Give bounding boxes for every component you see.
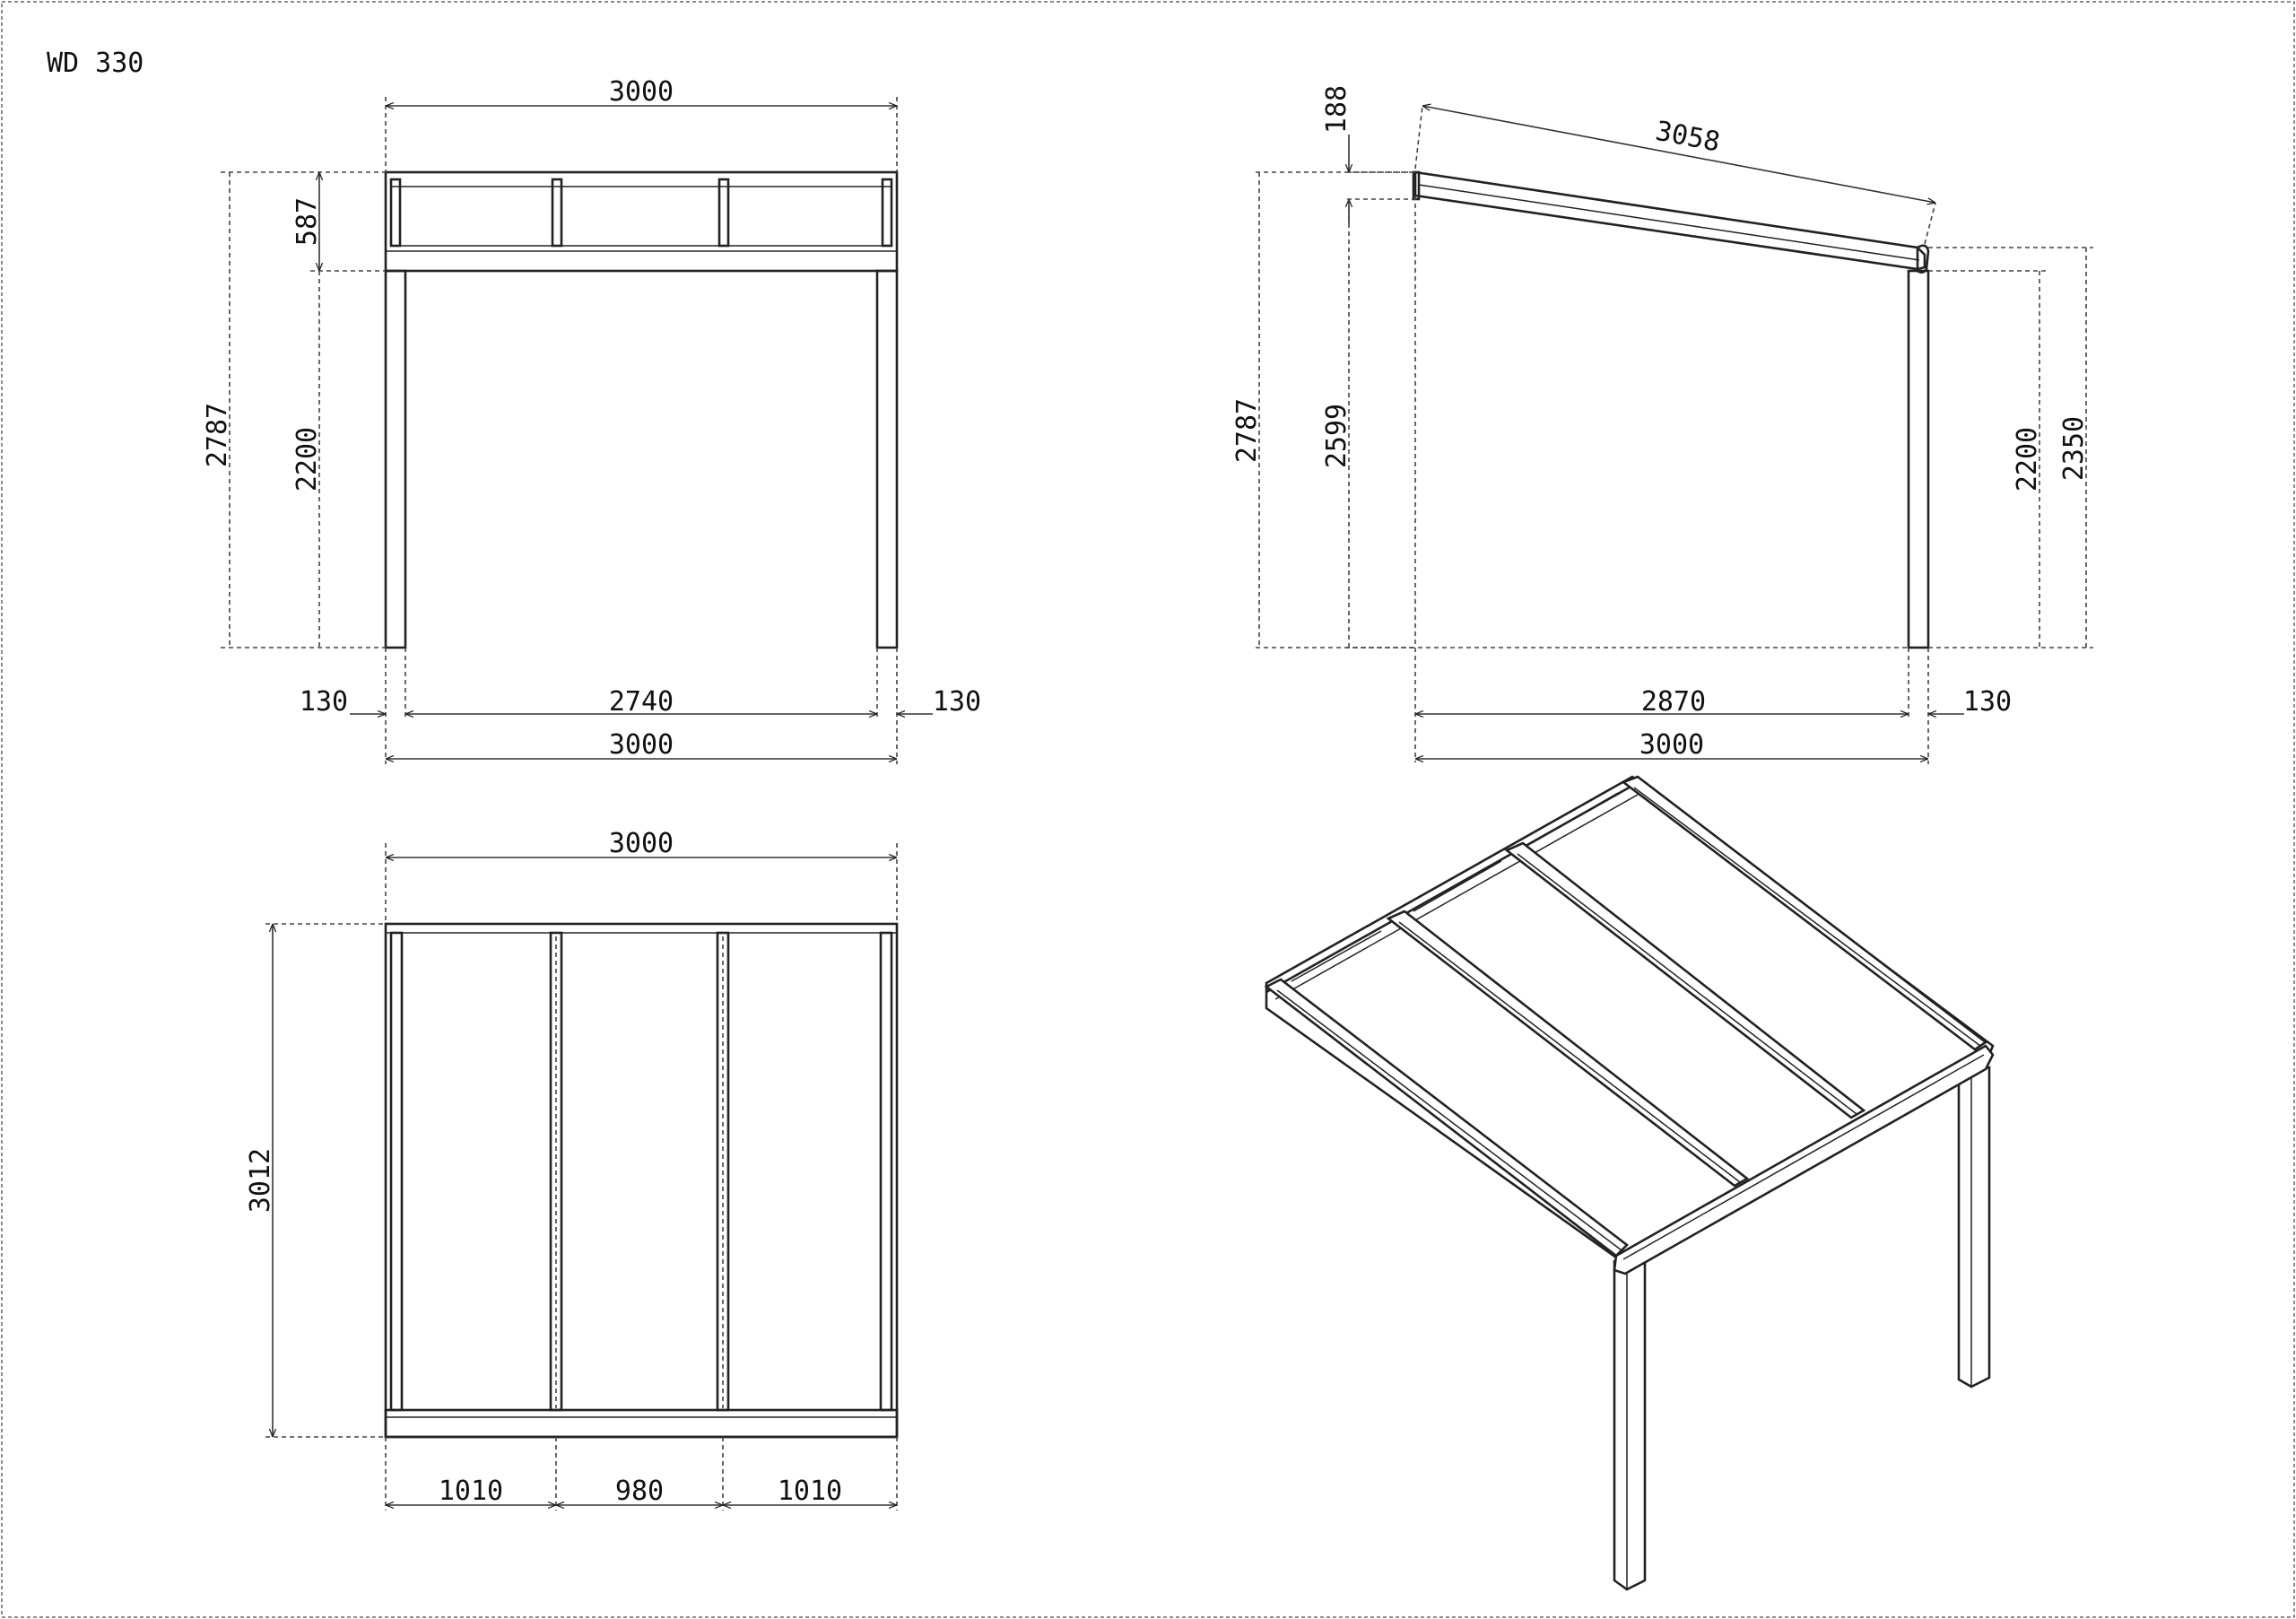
side-height-total-label: 2787 — [1231, 398, 1263, 463]
front-height-total-label: 2787 — [202, 403, 233, 467]
model-title: WD 330 — [47, 48, 144, 79]
side-gutter-label: 188 — [1321, 85, 1352, 134]
iso-rafter-2 — [1386, 910, 1750, 1188]
iso-post-front — [1613, 1252, 1647, 1591]
iso-post-back — [1957, 1066, 1991, 1388]
side-post-label: 130 — [1963, 686, 2012, 718]
front-width-bottom-label: 3000 — [609, 729, 674, 761]
plan-bay-left-label: 1010 — [439, 1475, 503, 1507]
front-clearance-label: 2200 — [291, 427, 323, 492]
plan-outer-frame — [384, 922, 899, 1439]
plan-rafter-2 — [549, 931, 563, 1412]
plan-rafter-3 — [716, 931, 730, 1412]
plan-width-label: 3000 — [609, 828, 674, 859]
front-roof-height-label: 587 — [291, 197, 323, 246]
front-width-top-label: 3000 — [609, 76, 674, 108]
side-depth-inner-label: 2870 — [1641, 686, 1706, 718]
side-front-height-label: 2350 — [2058, 416, 2090, 481]
front-rafter-left — [389, 178, 402, 248]
front-post-right-label: 130 — [933, 686, 981, 718]
front-roof-frame — [384, 170, 899, 273]
plan-rafter-right — [879, 931, 893, 1412]
side-rafter-inner — [1418, 184, 1920, 261]
plan-bay-middle-label: 980 — [615, 1475, 664, 1507]
plan-gutter — [384, 1408, 899, 1439]
iso-rafter-3 — [1504, 841, 1866, 1119]
plan-depth-label: 3012 — [245, 1148, 276, 1213]
front-post-left-label: 130 — [300, 686, 348, 718]
side-depth-total-label: 3000 — [1639, 729, 1704, 761]
plan-view: 3000 3012 1010 980 1010 — [245, 828, 899, 1510]
side-clearance-label: 2200 — [2012, 427, 2043, 492]
plan-bay-right-label: 1010 — [778, 1475, 842, 1507]
side-post — [1907, 269, 1930, 649]
front-post-left — [384, 269, 407, 649]
iso-roof-outline — [1265, 775, 1995, 1274]
side-view: 188 3058 2787 2599 2200 2350 2870 130 30… — [1231, 85, 2093, 764]
front-rafter-3 — [718, 178, 730, 248]
front-rafter-right — [881, 178, 893, 248]
front-view: 3000 2787 587 2200 130 2740 130 3000 — [202, 76, 981, 764]
side-wall-height-label: 2599 — [1321, 404, 1352, 468]
front-inner-span-label: 2740 — [609, 686, 674, 718]
front-post-right — [875, 269, 899, 649]
isometric-view — [1264, 775, 1995, 1591]
front-rafter-2 — [551, 178, 563, 248]
iso-rafter-right — [1621, 775, 1988, 1051]
plan-rafter-left — [389, 931, 404, 1412]
side-wall-plate — [1412, 170, 1421, 201]
